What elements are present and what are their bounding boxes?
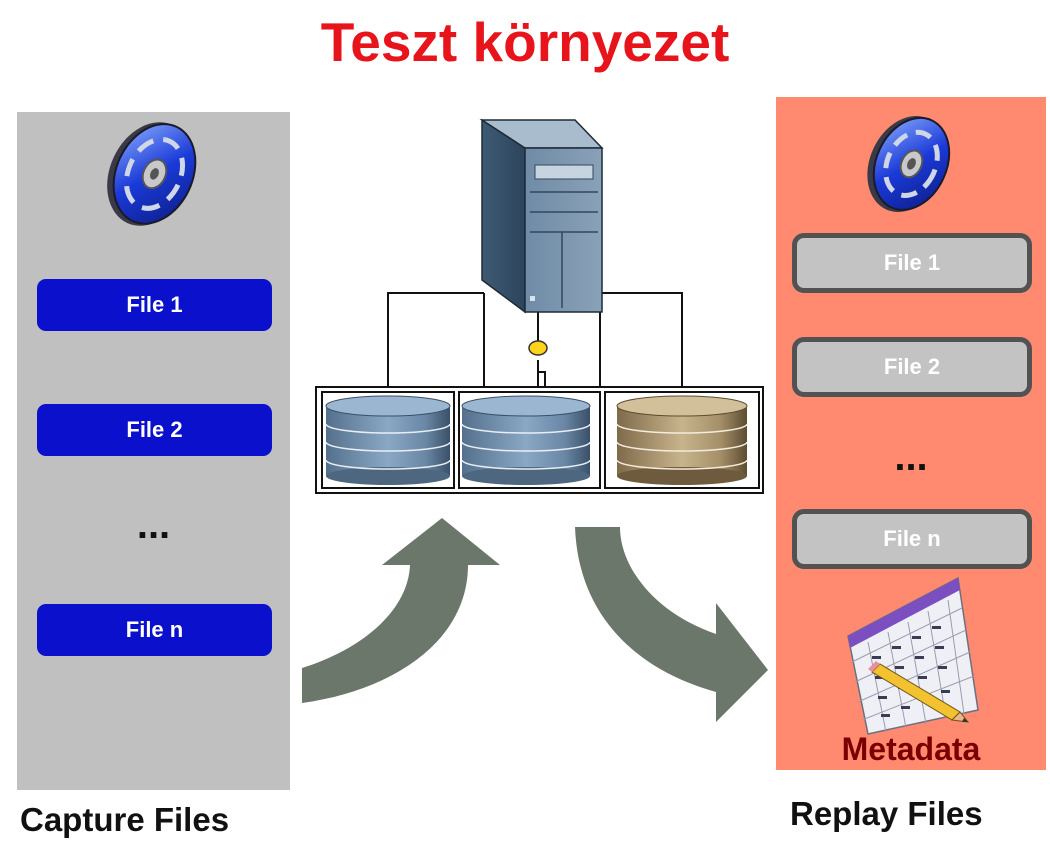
replay-file-2[interactable]: File 2 bbox=[792, 337, 1032, 397]
slide-title: Teszt környezet bbox=[320, 11, 730, 73]
capture-file-1[interactable]: File 1 bbox=[37, 279, 272, 331]
upload-arrow-icon bbox=[302, 518, 500, 703]
replay-files-label: Replay Files bbox=[790, 795, 983, 832]
replay-file-n[interactable]: File n bbox=[792, 509, 1032, 569]
capture-files-label: Capture Files bbox=[20, 801, 230, 838]
film-reel-icon bbox=[867, 116, 951, 212]
connection-node-icon bbox=[528, 340, 548, 356]
download-arrow-icon bbox=[575, 527, 768, 722]
capture-ellipsis: ... bbox=[136, 503, 171, 547]
film-reel-icon bbox=[107, 122, 197, 226]
capture-file-2[interactable]: File 2 bbox=[37, 404, 272, 456]
replay-ellipsis: ... bbox=[894, 435, 928, 479]
capture-file-n[interactable]: File n bbox=[37, 604, 272, 656]
capture-files-panel: File 1 File 2 ... File n bbox=[17, 112, 290, 790]
pencil-icon bbox=[868, 661, 970, 723]
replay-file-1[interactable]: File 1 bbox=[792, 233, 1032, 293]
database-disk-icon bbox=[616, 395, 748, 485]
metadata-spreadsheet-icon bbox=[847, 576, 979, 735]
server-tower-icon bbox=[479, 118, 604, 314]
database-disk-icon bbox=[325, 395, 451, 485]
database-disk-icon bbox=[461, 395, 591, 485]
metadata-label: Metadata bbox=[841, 731, 981, 767]
